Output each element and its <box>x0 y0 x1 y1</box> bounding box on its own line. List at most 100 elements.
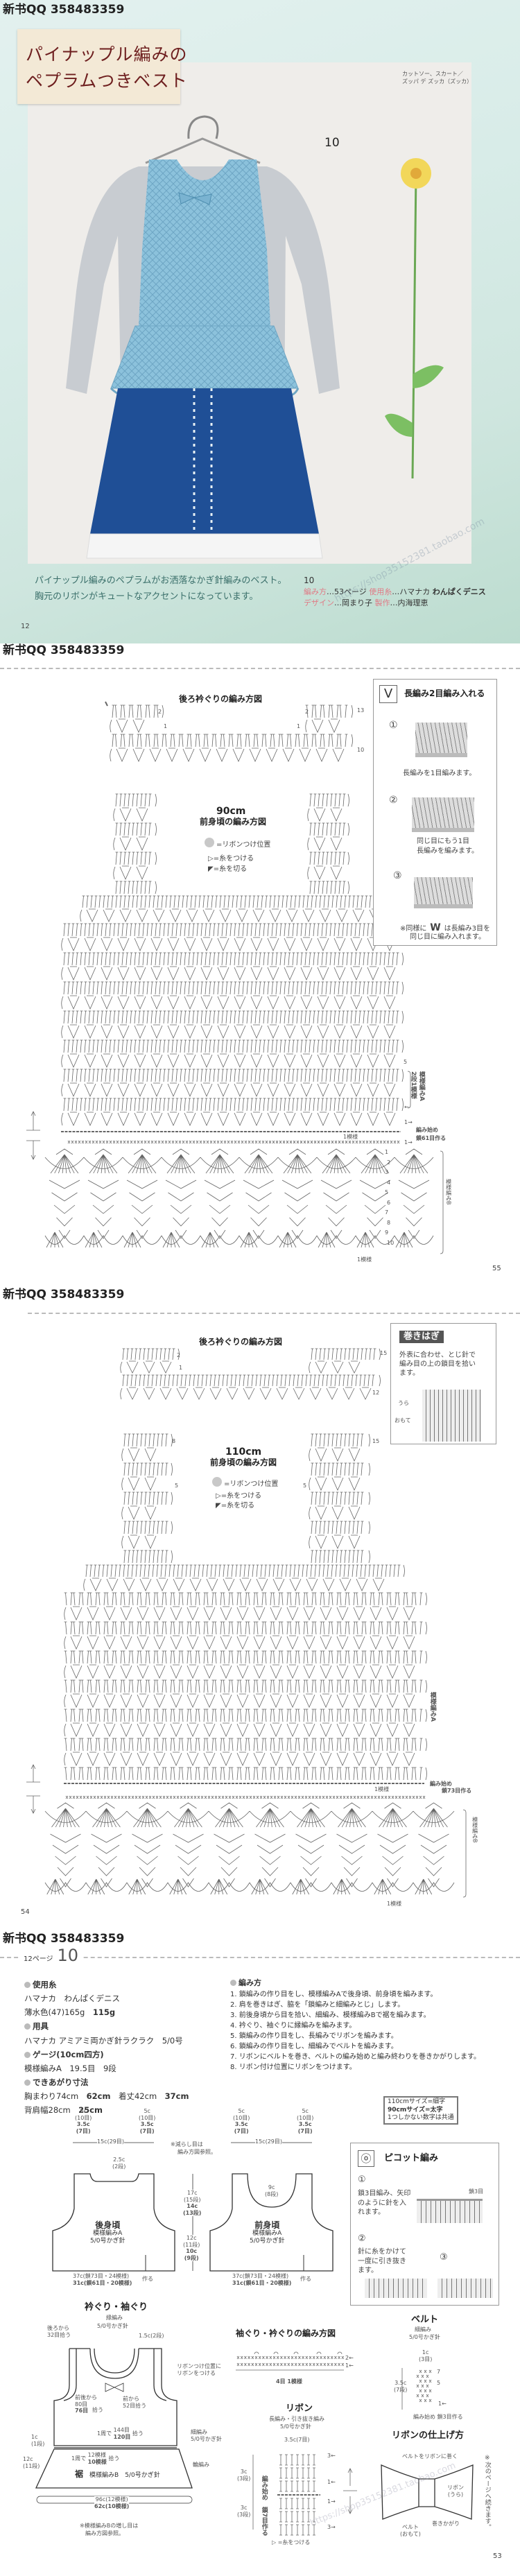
piece-name: 前身頃 <box>254 2220 280 2230</box>
caption-line-1: パイナップル編みのペプラムがお洒落なかぎ針編みのベスト。 <box>35 576 287 586</box>
row-label: 5 <box>303 1483 307 1489</box>
picot-symbol-icon: ⓞ <box>358 2150 374 2167</box>
bullet-icon <box>24 2051 31 2058</box>
label: 縁編み <box>106 2315 123 2321</box>
stitch-row <box>309 881 349 894</box>
v-stitch-row <box>120 1360 172 1374</box>
belt-height: 3.5c(7段) <box>394 2380 407 2393</box>
row-label: 13 <box>357 707 365 714</box>
label: ベルト <box>401 2524 419 2530</box>
dim: (11段) <box>183 2241 200 2248</box>
height-arrows <box>26 1111 40 1160</box>
label: 52目拾う <box>123 2402 147 2409</box>
stitch-row <box>122 1374 381 1387</box>
label: (1段) <box>31 2440 45 2447</box>
step-number: ③ <box>440 2252 448 2263</box>
back-neck-depth: 2.5c(2段) <box>112 2156 125 2170</box>
row-label: 7 <box>385 1209 389 1216</box>
row-label: 10 <box>387 1239 395 1246</box>
stitch-row <box>311 1348 381 1360</box>
row-label: 10 <box>357 747 365 753</box>
piece-name: 後身頃 <box>95 2220 121 2230</box>
wrong-side-label: うら <box>398 1400 409 1406</box>
row-label: 2 <box>158 709 162 715</box>
v-stitch-row <box>307 836 343 851</box>
row-label: 5 <box>437 2380 441 2386</box>
step: 7. リボンにベルトを巻き、ベルトの編み始めと編み終わりを巻きかがりします。 <box>230 2052 481 2061</box>
stitch-row <box>63 923 404 937</box>
design-value: …岡まり子 <box>334 598 372 607</box>
stitch-row <box>309 852 349 865</box>
legend-text: =リボンつけ位置 <box>216 841 271 849</box>
page-ref-text: 12ページ <box>24 1955 53 1963</box>
bullet-icon <box>24 1982 31 1988</box>
pattern-a-label: 模様編みA <box>417 1071 425 1101</box>
v-stitch-row <box>113 836 148 851</box>
label: 62c(10模様) <box>94 2502 130 2509</box>
dim: (8段) <box>265 2190 279 2197</box>
box-title: 巻きはぎ <box>399 1331 444 1343</box>
label: 拾う <box>132 2430 144 2437</box>
label: 3c <box>240 2469 248 2475</box>
dim: 37c(鎖73目・24模様) <box>232 2273 289 2279</box>
attach-yarn-legend: ▷ =糸をつける <box>272 2539 311 2545</box>
page-number: 12 <box>21 623 30 630</box>
caption-line-2: 胸元のリボンがキュートなアクセントになっています。 <box>35 591 259 602</box>
label: 1周で <box>71 2455 87 2462</box>
ribbon-pos: リボンつけ位置にリボンをつける <box>177 2363 221 2376</box>
legend-text: =糸を切る <box>220 1502 255 1510</box>
legend-attach: ▷=糸をつける <box>208 855 254 863</box>
step-number: ② <box>358 2233 366 2244</box>
note: ※減らし目は <box>171 2141 203 2147</box>
height-arrows <box>26 1764 40 1814</box>
dim: (2段) <box>112 2163 126 2170</box>
picot-edge-chart <box>236 2351 345 2367</box>
legend-110: 110cmサイズ=細字 <box>388 2098 446 2105</box>
belt-front-label: ベルト(おもて) <box>400 2524 421 2537</box>
label: 96c(12模様) <box>95 2496 128 2502</box>
watermark-header-3: 新书QQ 358483359 <box>3 1288 125 1302</box>
label: (3段) <box>237 2475 251 2482</box>
row-label: 4 <box>387 1179 391 1186</box>
v-stitch-row <box>64 1693 415 1708</box>
shoulder-dim: 5c(10目)3.5c(7目) <box>297 2108 313 2134</box>
stitch-row <box>63 1098 404 1112</box>
photo-number: 10 <box>324 136 340 150</box>
front-chart-title: 前身頃の編み方図 <box>210 1458 277 1467</box>
neck-width: 15c(29目) <box>255 2138 282 2145</box>
size-line-1: 胸まわり74cm 62cm 着丈42cm 37cm <box>24 2089 189 2103</box>
row-label: 2← <box>345 2355 354 2361</box>
back-width: 37c(鎖73目・24模様)31c(鎖61目・20模様) <box>73 2273 132 2286</box>
row-label: 15 <box>380 1350 388 1356</box>
stitch-row <box>123 1550 173 1564</box>
skirt <box>90 388 319 534</box>
label: 5/0号かぎ針 <box>280 2423 311 2430</box>
label: 76目 <box>75 2408 89 2414</box>
pattern-b-label: 模様編みB <box>445 1179 452 1205</box>
label: 前から <box>123 2396 139 2402</box>
size-text: 背肩幅28cm <box>24 2105 71 2116</box>
legend-common: 1つしかない数字は共通 <box>388 2114 454 2122</box>
stitch-row <box>123 1521 173 1535</box>
continue-note: ※次のページへ続きます。 <box>483 2455 491 2530</box>
dim: (7目) <box>76 2127 91 2134</box>
v-stitch-row <box>121 1476 157 1491</box>
dim: (10目) <box>75 2114 92 2121</box>
size-text: 着丈42cm <box>118 2091 157 2101</box>
v-stitch-row <box>309 1476 361 1491</box>
hook: 5/0号かぎ針 <box>250 2238 285 2245</box>
dim: (7目) <box>139 2127 155 2134</box>
label: 1.5c(2段) <box>139 2333 164 2339</box>
text: れます。 <box>358 2208 385 2216</box>
v-stitch-row <box>121 1535 157 1549</box>
pattern-b-label: 模様編みB <box>471 1817 478 1843</box>
box-title: 長編み2目編み入れる <box>404 689 485 698</box>
label: 3.5c <box>395 2380 407 2386</box>
credit-line-1: カットソー、スカート／ <box>402 71 463 77</box>
start-label: 編み始め <box>416 1127 438 1133</box>
